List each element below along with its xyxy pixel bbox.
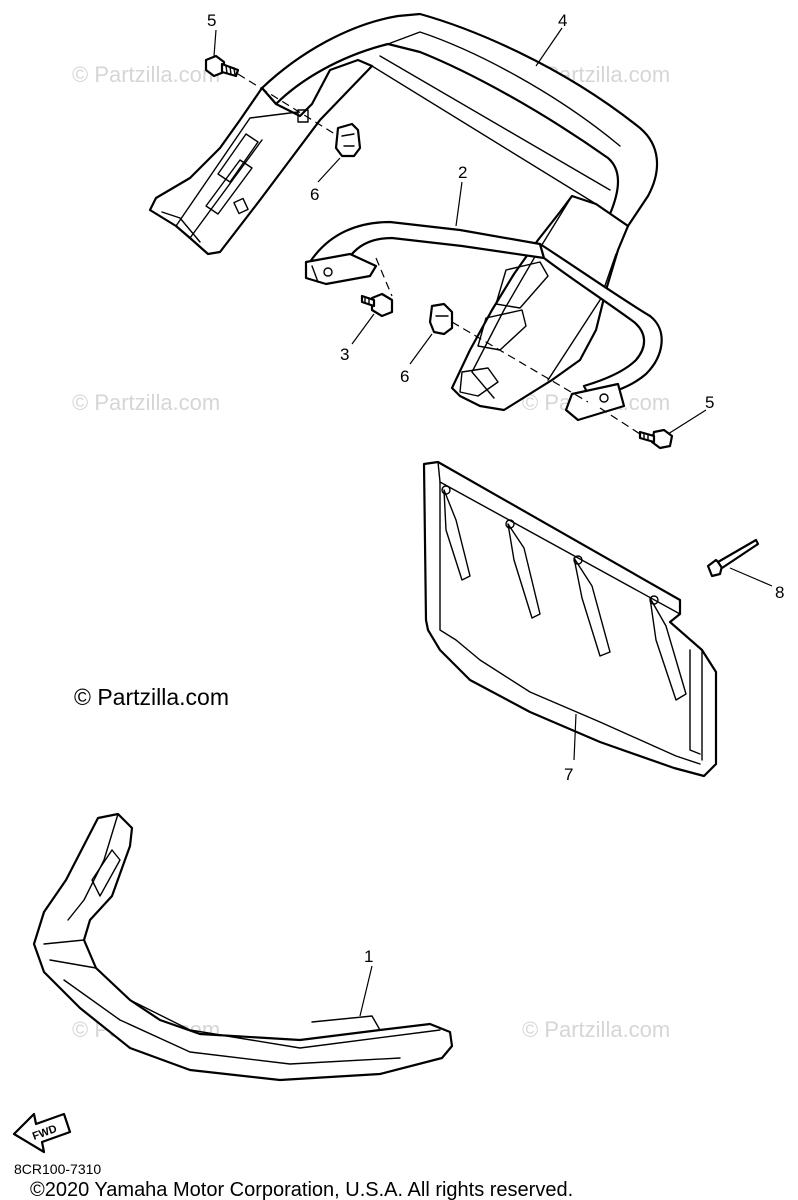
watermark-7: © Partzilla.com: [522, 1017, 670, 1042]
rivet-part: [706, 538, 760, 578]
assembly-line-right: [599, 407, 641, 435]
callout-7: 7: [564, 765, 573, 784]
watermark-dark: © Partzilla.com: [74, 684, 229, 710]
leader-7: [573, 713, 577, 761]
leader-1: [359, 965, 373, 1017]
assembly-line-center: [451, 321, 589, 403]
leader-5-top: [213, 29, 217, 57]
callout-5-top-left: 5: [207, 11, 216, 30]
callout-6-lower: 6: [400, 367, 409, 386]
bracket-clip-upper-part: [334, 122, 362, 158]
copyright-notice: ©2020 Yamaha Motor Corporation, U.S.A. A…: [30, 1179, 573, 1200]
bracket-clip-lower-part: [428, 302, 454, 336]
front-bumper-part: [32, 812, 454, 1082]
diagram-code: 8CR100-7310: [14, 1161, 101, 1177]
leader-6-lower: [409, 333, 433, 365]
forward-arrow-icon: FWD: [12, 1112, 72, 1154]
leader-4: [535, 27, 563, 67]
rear-tube-bar-part: [304, 220, 663, 422]
rear-grab-bar-part: [148, 12, 659, 412]
mud-flap-part: [422, 460, 718, 778]
assembly-line-top-left: [237, 73, 339, 137]
bolt-middle-part: [360, 292, 394, 318]
callout-6-upper: 6: [310, 185, 319, 204]
leader-2: [455, 181, 463, 227]
callout-4: 4: [558, 11, 567, 30]
callout-1: 1: [364, 947, 373, 966]
leader-5-right: [667, 409, 707, 435]
watermark-3: © Partzilla.com: [72, 390, 220, 415]
callout-2: 2: [458, 163, 467, 182]
bolt-right-part: [638, 428, 674, 450]
assembly-line-middle: [375, 257, 393, 297]
callout-5-right: 5: [705, 393, 714, 412]
bolt-top-left-part: [204, 54, 240, 78]
callout-8: 8: [775, 583, 784, 602]
watermark-1: © Partzilla.com: [72, 62, 220, 87]
leader-8: [729, 567, 773, 587]
leader-6-upper: [317, 157, 341, 183]
callout-3: 3: [340, 345, 349, 364]
leader-3: [351, 313, 375, 345]
